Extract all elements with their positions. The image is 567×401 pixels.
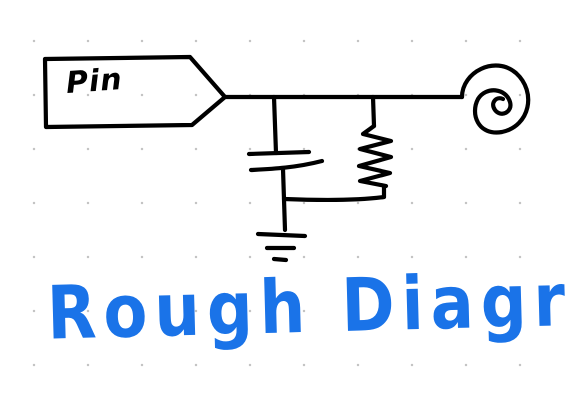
- ground-bar-large: [255, 231, 308, 239]
- diagram-caption: Rough Diagram: [46, 255, 567, 358]
- resistor-lead-top: [370, 94, 377, 129]
- capacitor-lead-top: [271, 94, 279, 156]
- ground-bar-small: [271, 256, 289, 263]
- return-wire: [281, 183, 387, 202]
- pin-connector-shape: [42, 54, 228, 130]
- pin-label: Pin: [64, 62, 124, 101]
- capacitor-plate-bottom: [248, 158, 325, 173]
- resistor-zigzag: [356, 123, 394, 189]
- circuit-ink: [42, 54, 531, 263]
- output-terminal-spiral: [459, 63, 531, 135]
- capacitor-plate-top: [246, 149, 312, 157]
